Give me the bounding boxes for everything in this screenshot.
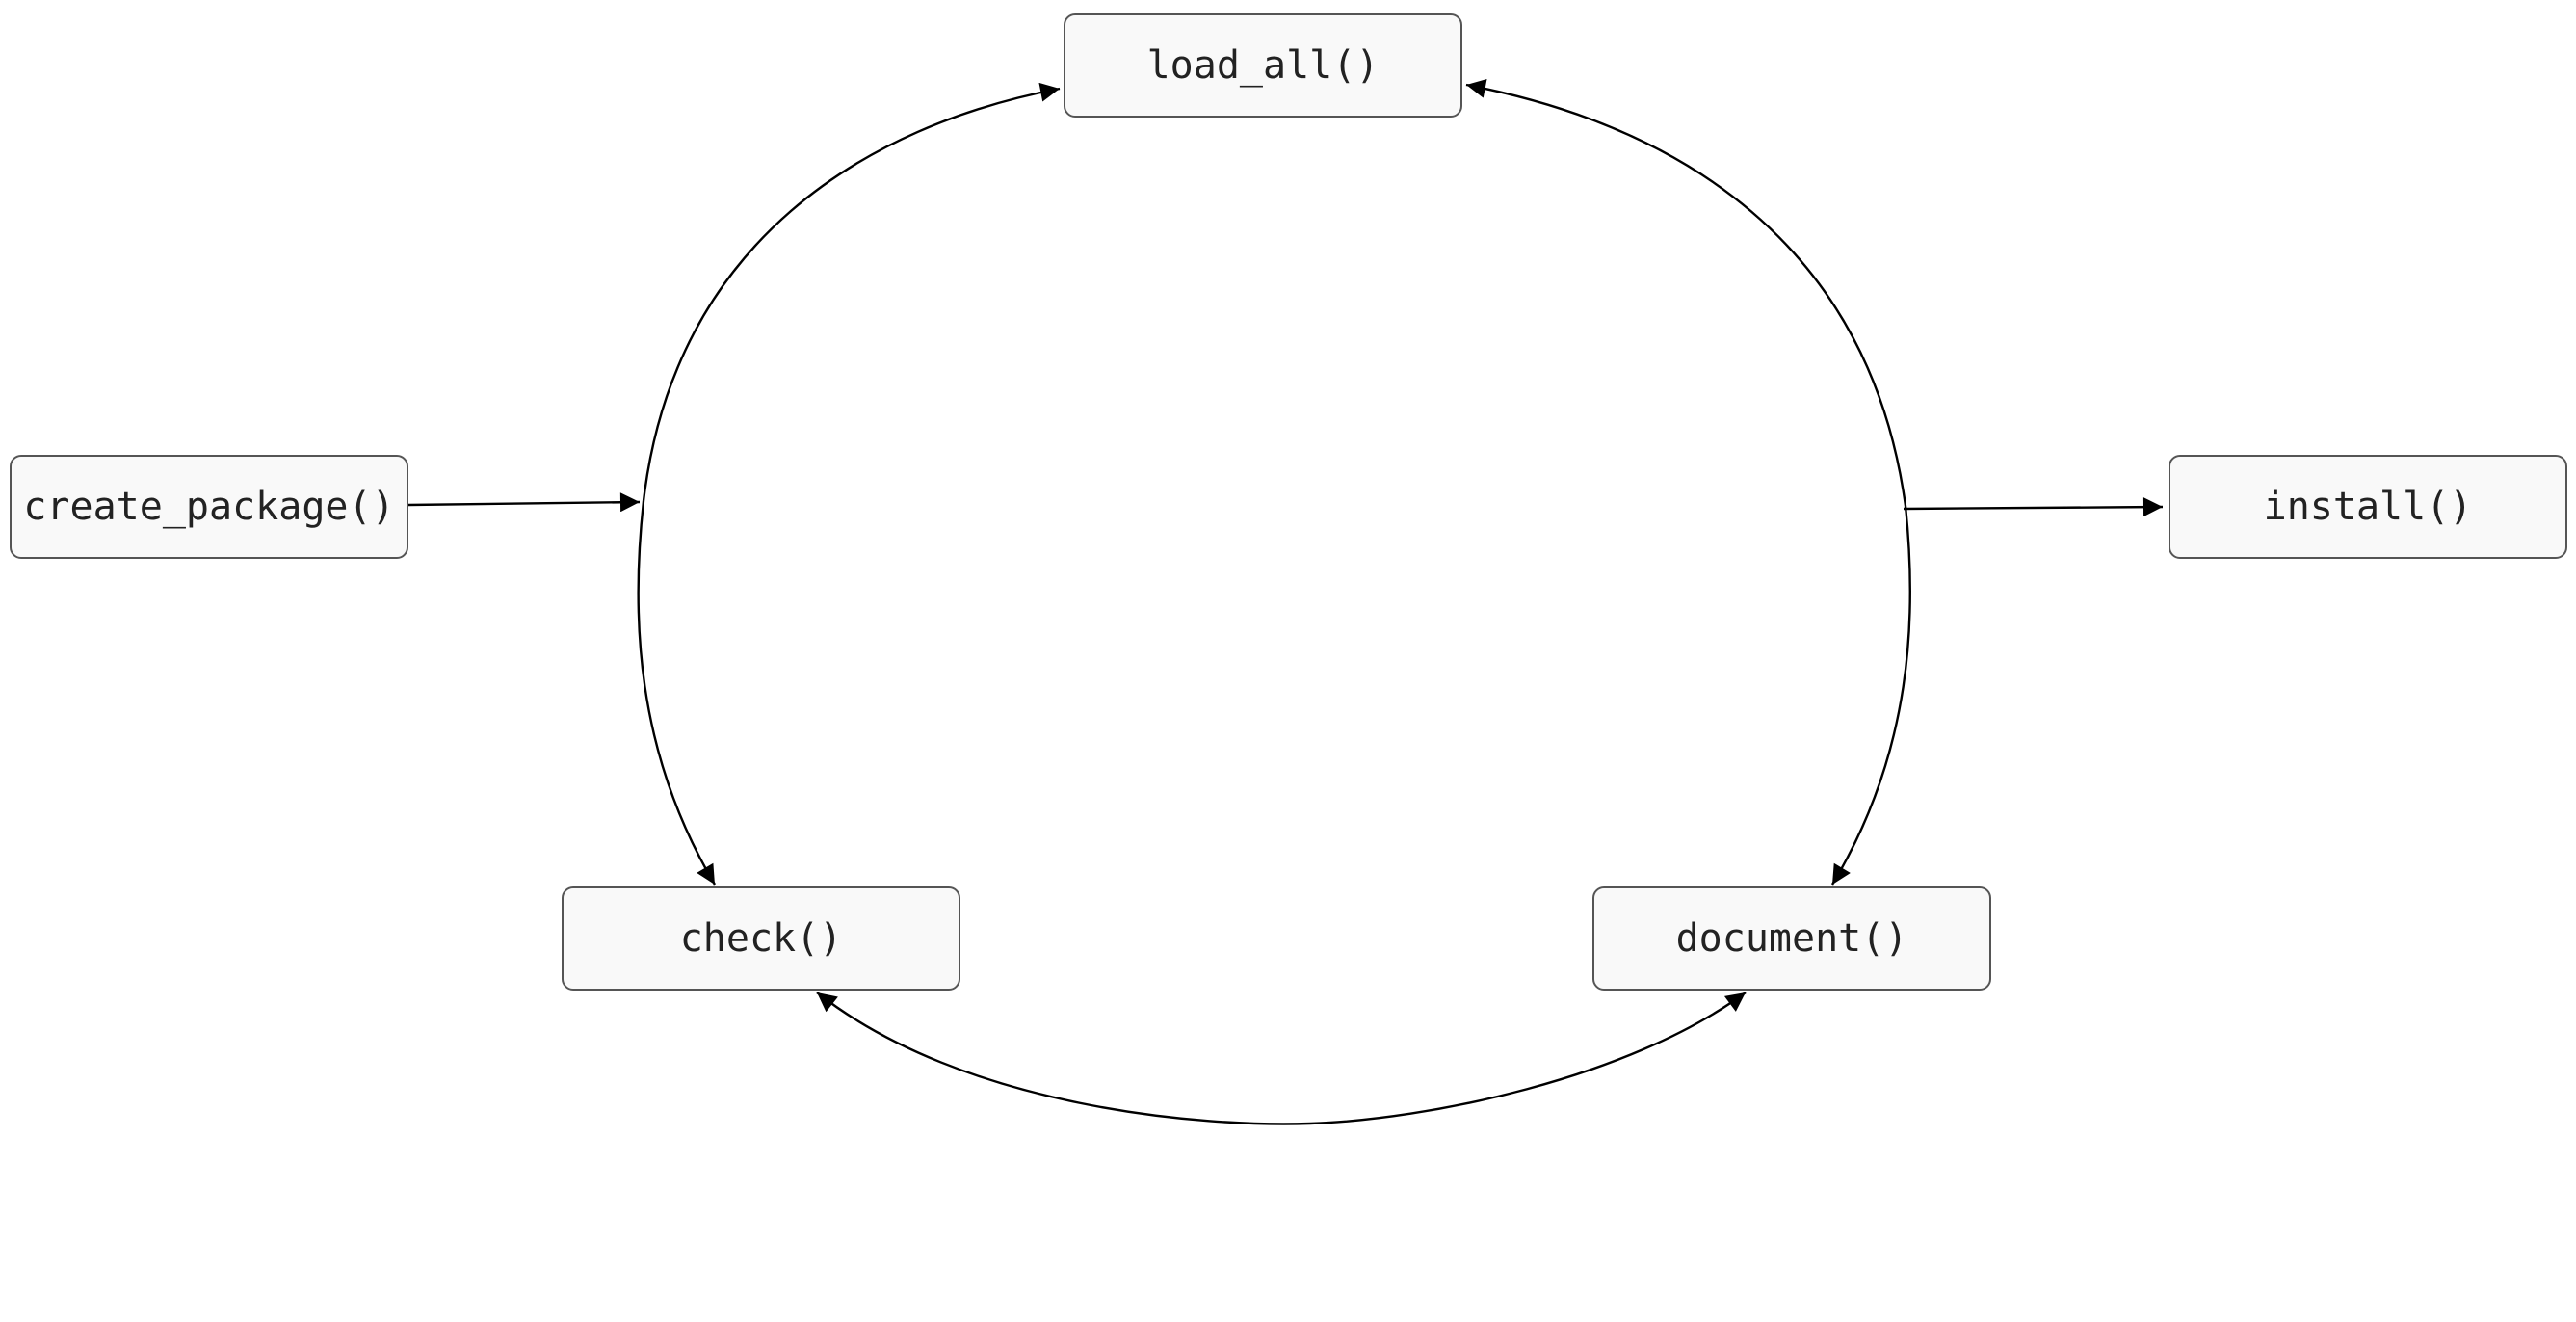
node-load-all-label: load_all(): [1146, 43, 1380, 88]
node-check-label: check(): [679, 916, 843, 961]
node-load-all: load_all(): [1064, 13, 1462, 118]
edge-check-document: [816, 992, 1747, 1125]
edge-right-lower-arc: [1830, 505, 1912, 886]
node-document-label: document(): [1675, 916, 1908, 961]
node-install: install(): [2169, 455, 2567, 559]
node-create-package-label: create_package(): [23, 485, 395, 529]
edge-create-to-cycle: [407, 492, 641, 513]
edge-right-upper-arc: [1465, 78, 1907, 507]
edge-left-lower-arc: [637, 500, 717, 886]
edge-cycle-to-install: [1903, 497, 2164, 517]
node-document: document(): [1592, 886, 1991, 991]
node-install-label: install(): [2263, 485, 2473, 529]
node-check: check(): [562, 886, 960, 991]
edge-left-upper-arc: [642, 82, 1061, 502]
node-create-package: create_package(): [10, 455, 408, 559]
